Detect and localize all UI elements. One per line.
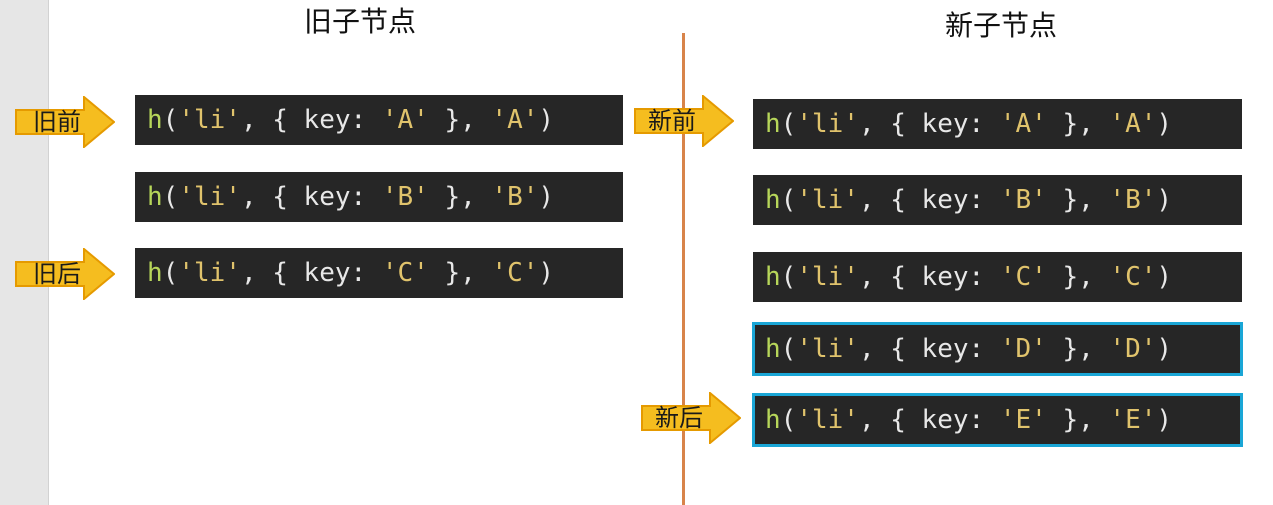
arrow-right-icon [634, 95, 734, 147]
tag-string: 'li' [178, 105, 241, 135]
old-end-pointer: 旧后 [15, 248, 115, 300]
tag-string: 'li' [796, 109, 859, 139]
new-vnode-e: h('li', { key: 'E' }, 'E') [752, 393, 1243, 447]
text-string: 'A' [1109, 109, 1157, 139]
tag-string: 'li' [178, 258, 241, 288]
pointer-label: 旧后 [33, 260, 81, 288]
key-string: 'A' [999, 109, 1047, 139]
key-string: 'D' [999, 334, 1047, 364]
new-vnode-b: h('li', { key: 'B' }, 'B') [753, 175, 1242, 225]
pointer-label: 新前 [648, 107, 696, 135]
key-string: 'A' [381, 105, 429, 135]
fn-name: h [147, 182, 163, 212]
old-start-pointer: 旧前 [15, 96, 115, 148]
key-string: 'B' [999, 185, 1047, 215]
text-string: 'D' [1109, 334, 1157, 364]
fn-name: h [765, 334, 781, 364]
text-string: 'E' [1109, 405, 1157, 435]
tag-string: 'li' [178, 182, 241, 212]
new-vnode-d: h('li', { key: 'D' }, 'D') [752, 322, 1243, 376]
old-vnode-c: h('li', { key: 'C' }, 'C') [135, 248, 623, 298]
text-string: 'C' [491, 258, 539, 288]
text-string: 'B' [1109, 185, 1157, 215]
pointer-label: 新后 [655, 404, 703, 432]
tag-string: 'li' [796, 334, 859, 364]
new-vnode-c: h('li', { key: 'C' }, 'C') [753, 252, 1242, 302]
new-vnode-a: h('li', { key: 'A' }, 'A') [753, 99, 1242, 149]
text-string: 'C' [1109, 262, 1157, 292]
key-string: 'C' [381, 258, 429, 288]
fn-name: h [765, 109, 781, 139]
fn-name: h [147, 258, 163, 288]
tag-string: 'li' [796, 262, 859, 292]
arrow-right-icon [15, 248, 115, 300]
arrow-right-icon [15, 96, 115, 148]
fn-name: h [147, 105, 163, 135]
old-vnode-a: h('li', { key: 'A' }, 'A') [135, 95, 623, 145]
fn-name: h [765, 405, 781, 435]
key-string: 'C' [999, 262, 1047, 292]
tag-string: 'li' [796, 405, 859, 435]
text-string: 'B' [491, 182, 539, 212]
new-start-pointer: 新前 [634, 95, 734, 147]
pointer-label: 旧前 [33, 108, 81, 136]
divider-line [682, 33, 685, 505]
tag-string: 'li' [796, 185, 859, 215]
key-string: 'E' [999, 405, 1047, 435]
old-vnode-b: h('li', { key: 'B' }, 'B') [135, 172, 623, 222]
fn-name: h [765, 185, 781, 215]
arrow-right-icon [641, 392, 741, 444]
fn-name: h [765, 262, 781, 292]
key-string: 'B' [381, 182, 429, 212]
new-end-pointer: 新后 [641, 392, 741, 444]
old-children-title: 旧子节点 [304, 5, 417, 38]
left-margin-strip [0, 0, 49, 505]
new-children-title: 新子节点 [945, 9, 1058, 42]
text-string: 'A' [491, 105, 539, 135]
